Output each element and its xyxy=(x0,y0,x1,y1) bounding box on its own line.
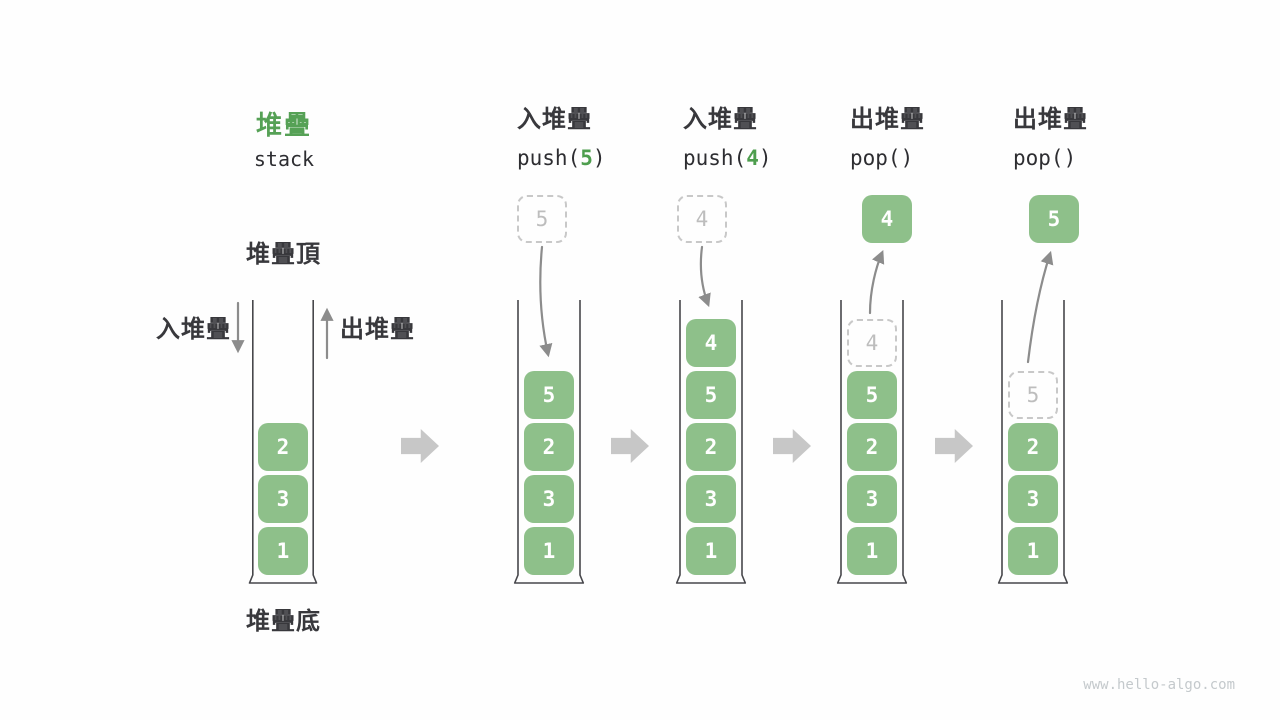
step-header-pop1: 出堆疊 xyxy=(850,106,925,133)
code-text: push( xyxy=(517,146,581,170)
diagram-subtitle: stack xyxy=(253,147,315,171)
stack-cell: 3 xyxy=(686,475,736,523)
stack-cell: 5 xyxy=(524,371,574,419)
pop4-curved-arrow xyxy=(868,249,885,315)
stack-cell: 4 xyxy=(686,319,736,367)
stack-cell: 5 xyxy=(847,371,897,419)
stack-top-label: 堆疊頂 xyxy=(246,241,321,268)
incoming-value-box: 4 xyxy=(677,195,727,243)
stack-container-1 xyxy=(248,300,318,584)
step-code-pop2: pop() xyxy=(1013,146,1076,170)
step-header-pop2: 出堆疊 xyxy=(1013,106,1088,133)
popped-value-box: 5 xyxy=(1029,195,1079,243)
stack-cell: 1 xyxy=(686,527,736,575)
diagram-title: 堆疊 xyxy=(255,110,312,140)
stack-bottom-label: 堆疊底 xyxy=(246,608,321,635)
popped-value-box: 4 xyxy=(862,195,912,243)
stack-container-2 xyxy=(513,300,585,584)
stack-cell: 3 xyxy=(524,475,574,523)
stack-cell: 2 xyxy=(524,423,574,471)
incoming-value-box: 5 xyxy=(517,195,567,243)
stack-cell: 3 xyxy=(1008,475,1058,523)
step-header-push5: 入堆疊 xyxy=(517,106,592,133)
stack-cell: 2 xyxy=(258,423,308,471)
stack-cell: 1 xyxy=(524,527,574,575)
stack-cell: 1 xyxy=(847,527,897,575)
stack-container-5 xyxy=(997,300,1069,584)
stack-cell: 1 xyxy=(1008,527,1058,575)
pop-side-label: 出堆疊 xyxy=(340,316,415,343)
code-text: ) xyxy=(592,146,606,170)
stack-cell: 5 xyxy=(686,371,736,419)
code-text: pop() xyxy=(1013,146,1077,170)
watermark: www.hello-algo.com xyxy=(1083,677,1235,693)
code-arg: 5 xyxy=(580,146,593,170)
code-arg: 4 xyxy=(746,146,759,170)
stack-cell: 2 xyxy=(1008,423,1058,471)
stack-cell: 2 xyxy=(847,423,897,471)
push4-curved-arrow xyxy=(698,245,711,308)
pop5-curved-arrow xyxy=(1026,250,1054,364)
stack-cell: 2 xyxy=(686,423,736,471)
stack-cell-ghost: 5 xyxy=(1008,371,1058,419)
push-side-label: 入堆疊 xyxy=(156,316,231,343)
step-code-push5: push(5) xyxy=(517,146,606,170)
code-text: ) xyxy=(758,146,772,170)
stack-container-3 xyxy=(675,300,747,584)
code-text: pop() xyxy=(850,146,914,170)
code-text: push( xyxy=(683,146,747,170)
stack-cell: 3 xyxy=(847,475,897,523)
push5-curved-arrow xyxy=(539,245,553,358)
stack-cell: 1 xyxy=(258,527,308,575)
step-header-push4: 入堆疊 xyxy=(683,106,758,133)
stack-container-4 xyxy=(836,300,908,584)
step-code-push4: push(4) xyxy=(683,146,772,170)
stack-cell-ghost: 4 xyxy=(847,319,897,367)
stack-cell: 3 xyxy=(258,475,308,523)
step-code-pop1: pop() xyxy=(850,146,913,170)
